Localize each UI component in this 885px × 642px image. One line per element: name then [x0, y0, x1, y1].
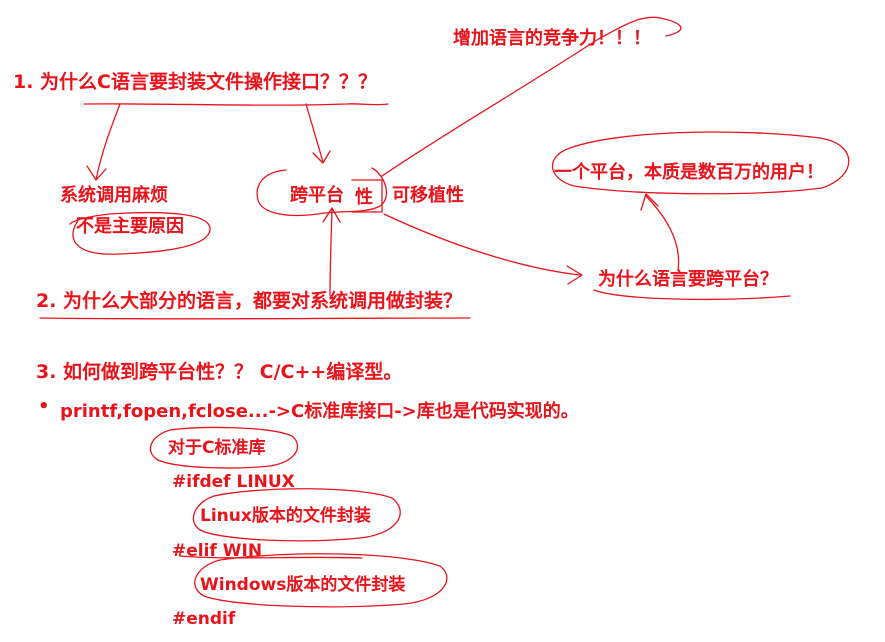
note-portability: 可移植性 [392, 185, 464, 206]
loop-why-cross-platform [593, 289, 791, 301]
arrowhead-oval [640, 193, 659, 211]
note-for-c-stdlib: 对于C标准库 [168, 438, 266, 458]
arrow-up-to-oval [645, 195, 680, 271]
note-stdlib-line: printf,fopen,fclose...->C标准库接口->库也是代码实现的… [60, 401, 579, 422]
arrow-up-from-q2 [329, 209, 333, 297]
q1-underline [83, 103, 389, 106]
arrowhead-cross-platform [312, 150, 331, 164]
note-windows-wrapper: Windows版本的文件封装 [200, 575, 406, 595]
code-elif-win: #elif WIN [172, 541, 263, 561]
code-endif: #endif [172, 609, 236, 629]
question-2: 2. 为什么大部分的语言，都要对系统调用做封装？ [36, 290, 463, 312]
code-ifdef-linux: #ifdef LINUX [172, 472, 295, 492]
arrowhead-syscall-trouble [86, 165, 107, 181]
note-linux-wrapper: Linux版本的文件封装 [200, 506, 371, 526]
note-not-main-reason: 不是主要原因 [76, 216, 184, 237]
note-cross-platform: 跨平台 [290, 185, 344, 206]
note-competitiveness: 增加语言的竞争力！！！ [453, 28, 651, 49]
question-3: 3. 如何做到跨平台性？？ C/C++编译型。 [36, 361, 403, 383]
arrow-to-cross-platform [305, 103, 324, 163]
note-xing: 性 [355, 187, 373, 208]
note-why-cross-platform: 为什么语言要跨平台？ [598, 269, 778, 290]
bullet-dot: • [38, 396, 50, 417]
arrowhead-up [322, 207, 341, 223]
q2-underline [39, 317, 471, 320]
note-platform-users: 一个平台，本质是数百万的用户！ [554, 162, 824, 183]
arrow-to-why-cross-platform [383, 213, 581, 276]
arrow-to-syscall-trouble [95, 103, 121, 181]
note-syscall-trouble: 系统调用麻烦 [60, 185, 168, 206]
arrowhead-why [566, 265, 583, 285]
question-1: 1. 为什么C语言要封装文件操作接口？？？ [13, 71, 377, 93]
